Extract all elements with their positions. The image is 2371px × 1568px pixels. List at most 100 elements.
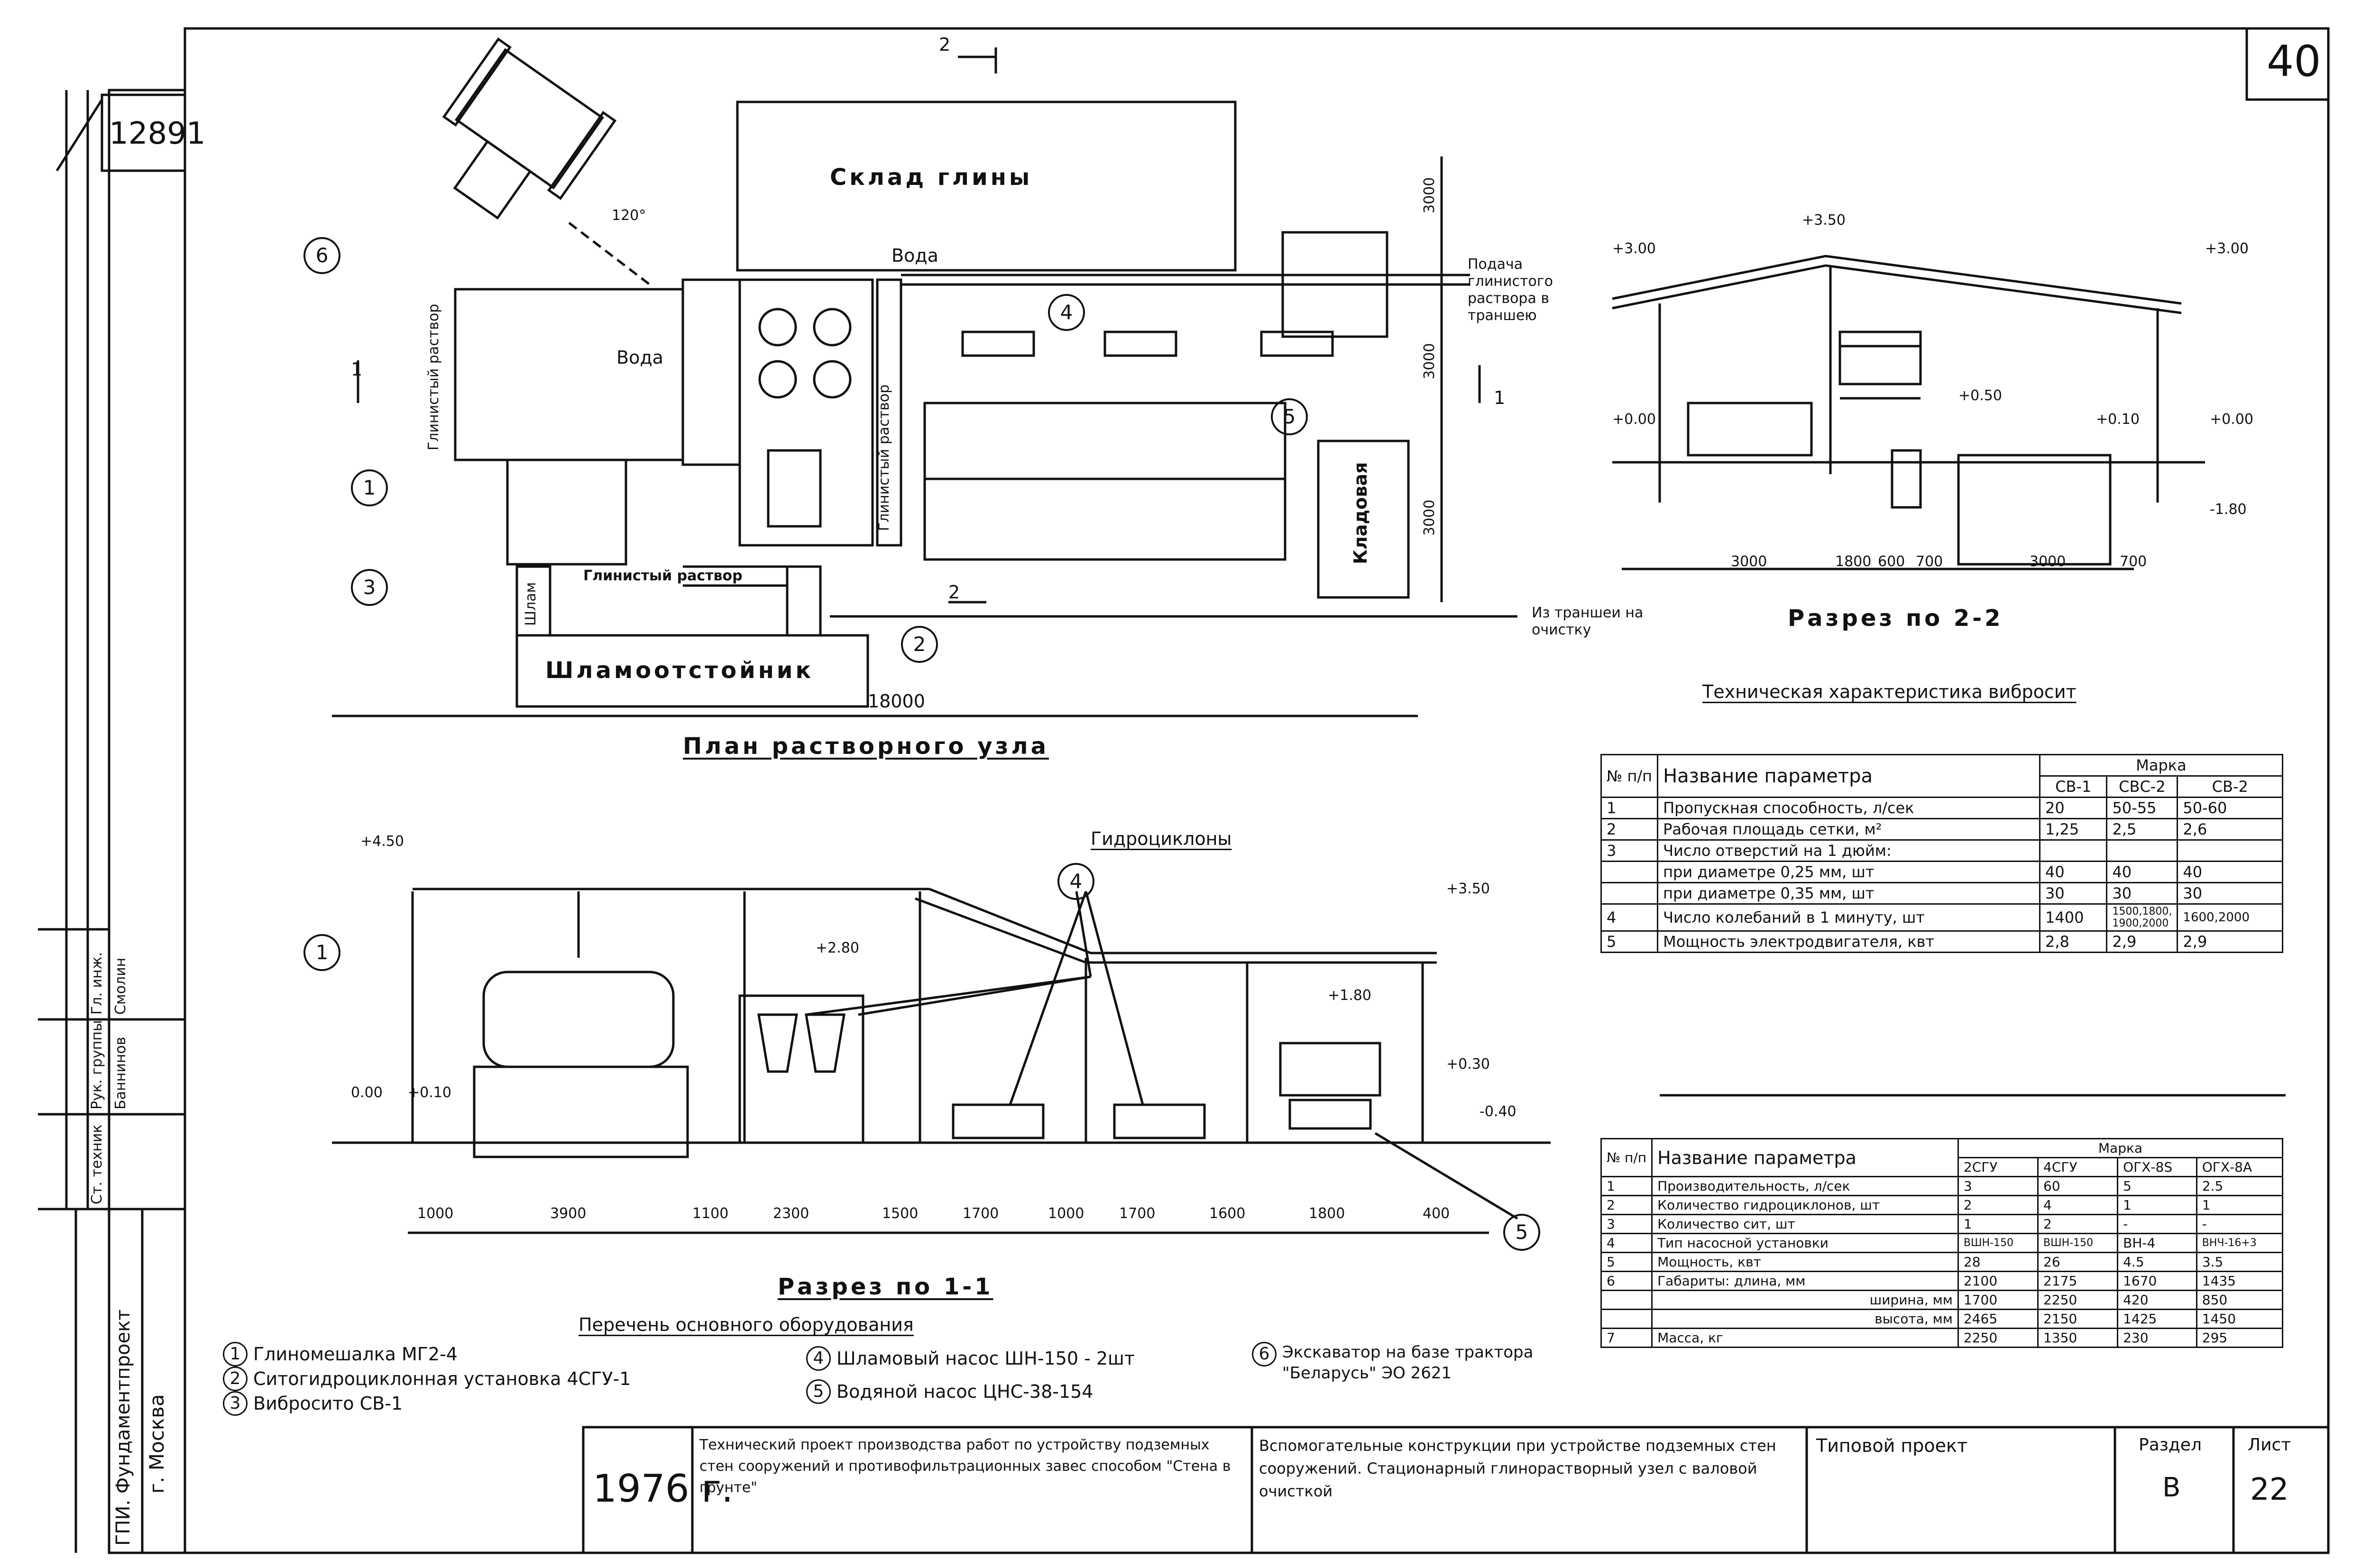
table-cell: 4 xyxy=(2037,1195,2119,1215)
dim-11-4: 2300 xyxy=(773,1205,809,1222)
dim-11-2: 3900 xyxy=(550,1205,587,1222)
table-cell: Мощность, квт xyxy=(1651,1252,1959,1272)
table-cell xyxy=(1600,1290,1653,1310)
project-type-label: Типовой проект xyxy=(1816,1435,1968,1456)
storeroom-rect xyxy=(1317,440,1410,599)
plan-dimension-2: 3000 xyxy=(1421,343,1438,379)
table-cell: 50-60 xyxy=(2177,797,2283,819)
table-cell: 28 xyxy=(1957,1252,2039,1272)
table-cell: 2175 xyxy=(2037,1271,2119,1291)
dim-11-10: 1800 xyxy=(1309,1205,1345,1222)
table-cell: высота, мм xyxy=(1651,1309,1959,1329)
table-cell: 4.5 xyxy=(2117,1252,2197,1272)
equipment-item-text: Шламовый насос ШН-150 - 2шт xyxy=(836,1348,1135,1369)
equipment-item-text: Ситогидроциклонная установка 4СГУ-1 xyxy=(253,1368,631,1389)
level-11-6: 0.00 xyxy=(351,1084,383,1101)
dim-11-7: 1000 xyxy=(1048,1205,1084,1222)
equipment-item-number: 2 xyxy=(223,1366,248,1391)
plan-overall-dimension: 18000 xyxy=(868,691,925,712)
table-cell: ВН-4 xyxy=(2117,1233,2197,1253)
page-number-box xyxy=(2245,27,2330,101)
drawing-title: Вспомогательные конструкции при устройст… xyxy=(1259,1437,1776,1500)
equipment-item-number: 3 xyxy=(223,1391,248,1416)
table-cell: 1700 xyxy=(1957,1290,2039,1310)
table-cell: Число отверстий на 1 дюйм: xyxy=(1657,839,2040,862)
table-cell: 2,8 xyxy=(2039,930,2108,953)
dim-22-3: 600 xyxy=(1878,553,1905,570)
level-22-4: +0.00 xyxy=(1612,411,1656,428)
table-cell: Рабочая площадь сетки, м² xyxy=(1657,818,2040,841)
table-cell: 420 xyxy=(2117,1290,2197,1310)
dim-11-9: 1600 xyxy=(1209,1205,1246,1222)
table-cell: 2 xyxy=(1957,1195,2039,1215)
equipment-item-number: 4 xyxy=(806,1346,831,1371)
table-header-param: Название параметра xyxy=(1651,1138,1959,1177)
water-label-2: Вода xyxy=(891,245,938,266)
table-cell: 295 xyxy=(2196,1328,2284,1348)
sludge-tank-label: Шламоотстойник xyxy=(545,657,814,684)
level-22-6: +0.10 xyxy=(2096,411,2140,428)
table-cell: 4 xyxy=(1600,903,1659,932)
clay-store-label: Склад глины xyxy=(830,164,1033,191)
table-cell: 1600,2000 xyxy=(2177,903,2283,932)
table-cell: 1 xyxy=(2196,1195,2284,1215)
table-cell: 30 xyxy=(2106,882,2178,905)
table-cell: 26 xyxy=(2037,1252,2119,1272)
table-brand: СВ-2 xyxy=(2177,775,2283,798)
table-cell: 2250 xyxy=(1957,1328,2039,1348)
table-cell: 2,9 xyxy=(2106,930,2178,953)
table-cell: 1435 xyxy=(2196,1271,2284,1291)
table-cell: при диаметре 0,25 мм, шт xyxy=(1657,861,2040,883)
equipment-item-number: 1 xyxy=(223,1342,248,1366)
table-cell xyxy=(2177,839,2283,862)
table-cell xyxy=(2039,839,2108,862)
table-brand: СВ-1 xyxy=(2039,775,2108,798)
equipment-list-title: Перечень основного оборудования xyxy=(579,1314,914,1335)
table-cell: - xyxy=(2196,1214,2284,1234)
hydrocyclones-label: Гидроциклоны xyxy=(1091,828,1232,849)
table-cell: 5 xyxy=(1600,930,1659,953)
level-11-4: +1.80 xyxy=(1328,987,1371,1004)
dim-22-4: 700 xyxy=(1916,553,1943,570)
table-cell: 1 xyxy=(1600,1176,1653,1196)
dim-11-1: 1000 xyxy=(417,1205,454,1222)
cut-mark-1-right: 1 xyxy=(1494,387,1506,408)
dim-11-5: 1500 xyxy=(882,1205,919,1222)
table-cell: Количество сит, шт xyxy=(1651,1214,1959,1234)
table-brand: 4СГУ xyxy=(2037,1157,2119,1177)
clay-store-rect xyxy=(736,101,1237,272)
equipment-item-text: Экскаватор на базе трактора "Беларусь" Э… xyxy=(1282,1343,1534,1383)
signature-role-1: Гл. инж. xyxy=(89,952,105,1015)
dim-22-5: 3000 xyxy=(2030,553,2066,570)
dim-22-2: 1800 xyxy=(1835,553,1872,570)
table-cell: Тип насосной установки xyxy=(1651,1233,1959,1253)
section-value: В xyxy=(2162,1472,2181,1503)
table-cell: ВШН-150 xyxy=(2037,1233,2119,1253)
clay-solution-vertical-label-2: Глинистый раствор xyxy=(876,384,892,531)
table-cell: 1,25 xyxy=(2039,818,2108,841)
table-cell xyxy=(2106,839,2178,862)
level-11-1: +4.50 xyxy=(360,833,404,850)
table-cell: 1425 xyxy=(2117,1309,2197,1329)
table-cell: 2250 xyxy=(2037,1290,2119,1310)
table-cell: 50-55 xyxy=(2106,797,2178,819)
organization-city: г. Москва xyxy=(145,1394,168,1494)
table-cell: 1 xyxy=(2117,1195,2197,1215)
table-cell: ВНЧ-16+3 xyxy=(2196,1233,2284,1253)
